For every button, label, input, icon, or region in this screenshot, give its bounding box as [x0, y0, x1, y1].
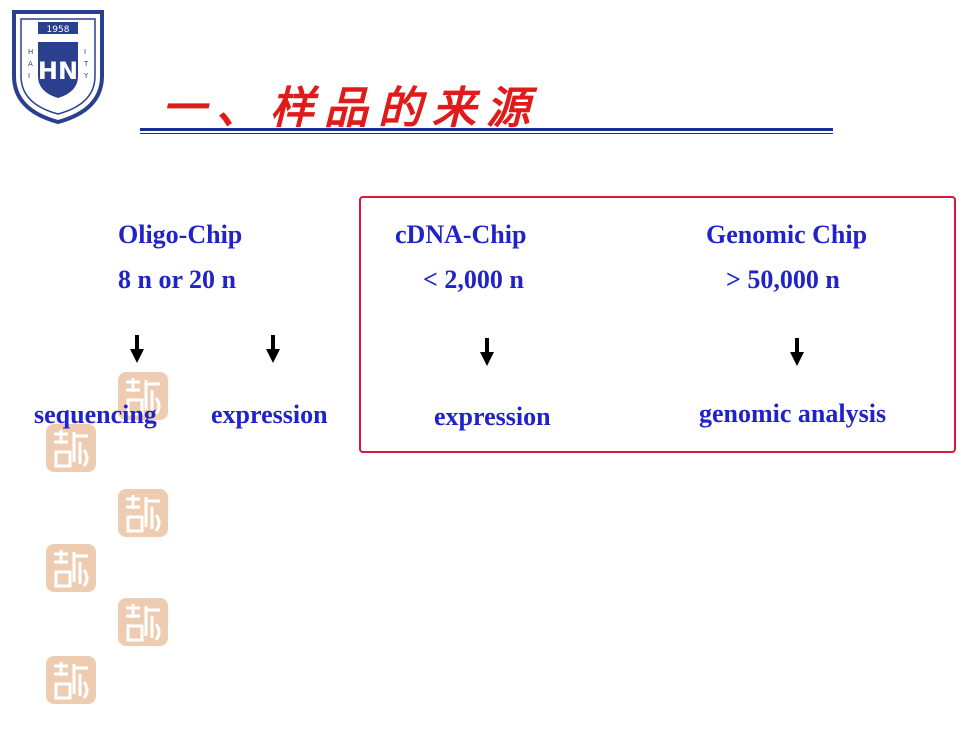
- seal-stamp-icon: [46, 544, 96, 592]
- application-expression-oligo: expression: [211, 400, 328, 429]
- svg-text:HN: HN: [38, 57, 78, 85]
- page-title: 一、样品的来源: [162, 83, 540, 134]
- application-expression-cdna: expression: [434, 402, 551, 431]
- chip-size-cdna: < 2,000 n: [423, 265, 524, 294]
- svg-text:1958: 1958: [47, 25, 70, 35]
- down-arrow-icon: [790, 338, 804, 366]
- university-logo: 1958 H A I I T Y HN: [12, 10, 104, 125]
- chip-name-cdna: cDNA-Chip: [395, 220, 527, 249]
- svg-text:I: I: [28, 72, 30, 80]
- svg-text:Y: Y: [83, 72, 89, 80]
- application-sequencing: sequencing: [34, 400, 157, 429]
- seal-stamp-icon: [118, 372, 168, 420]
- highlight-box: [359, 196, 956, 453]
- svg-text:I: I: [84, 48, 86, 56]
- title-underline: [140, 128, 833, 131]
- svg-text:H: H: [28, 48, 33, 56]
- seal-stamp-icon: [118, 489, 168, 537]
- svg-text:T: T: [83, 60, 89, 68]
- chip-size-oligo: 8 n or 20 n: [118, 265, 236, 294]
- seal-stamp-icon: [46, 424, 96, 472]
- application-genomic-analysis: genomic analysis: [699, 399, 887, 428]
- chip-size-genomic: > 50,000 n: [726, 265, 840, 294]
- seal-stamp-icon: [46, 656, 96, 704]
- chip-name-oligo: Oligo-Chip: [118, 220, 243, 249]
- down-arrow-icon: [266, 335, 280, 363]
- down-arrow-icon: [480, 338, 494, 366]
- seal-stamp-icon: [118, 598, 168, 646]
- title-underline-thin: [140, 133, 833, 134]
- chip-name-genomic: Genomic Chip: [706, 220, 868, 249]
- down-arrow-icon: [130, 335, 144, 363]
- svg-text:A: A: [28, 60, 33, 68]
